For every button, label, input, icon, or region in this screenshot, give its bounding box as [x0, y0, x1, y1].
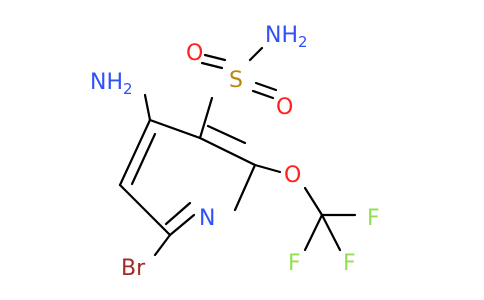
- bond-c-f3: [320, 213, 342, 252]
- bond-c2-n: [233, 163, 257, 212]
- bond-s-o2a: [254, 81, 278, 92]
- bond-s-nh2: [248, 46, 264, 62]
- oxygen-ether-label: O: [284, 163, 301, 188]
- bromine-label: Br: [121, 256, 146, 281]
- bond-c3-c2-double: [206, 124, 247, 145]
- fluorine-1-label: F: [367, 206, 380, 231]
- bond-c4-c3: [148, 118, 202, 140]
- fluorine-3-label: F: [343, 251, 356, 276]
- bond-c3-c2: [198, 136, 257, 167]
- bond-n-c6: [168, 213, 196, 237]
- bond-c3-s: [198, 96, 214, 140]
- bond-s-o1b: [200, 61, 224, 70]
- fluorine-2-label: F: [288, 251, 301, 276]
- pyridine-nitrogen-label: N: [199, 206, 215, 231]
- bond-s-o2b: [251, 89, 275, 100]
- bond-c6-c5: [118, 183, 172, 237]
- bond-c5-c4-double: [130, 132, 157, 186]
- bond-c2-o: [253, 163, 282, 174]
- bond-c5-c4: [118, 118, 152, 187]
- sulfur-label: S: [229, 68, 243, 93]
- substituent-bonds: [143, 46, 357, 257]
- amino-label: NH2: [90, 70, 133, 98]
- oxygen-sulfonyl-upper-label: O: [186, 41, 203, 66]
- bond-n-c6-double: [164, 201, 192, 226]
- bond-o-c: [303, 186, 324, 217]
- bond-s-o1a: [203, 53, 227, 62]
- oxygen-sulfonyl-lower-label: O: [276, 95, 293, 120]
- bond-c6-br: [153, 233, 172, 257]
- bond-c4-nh2: [143, 93, 152, 122]
- bond-c-f2: [303, 213, 324, 252]
- pyridine-ring: [118, 118, 257, 237]
- sulfonamide-nh2-label: NH2: [265, 23, 308, 51]
